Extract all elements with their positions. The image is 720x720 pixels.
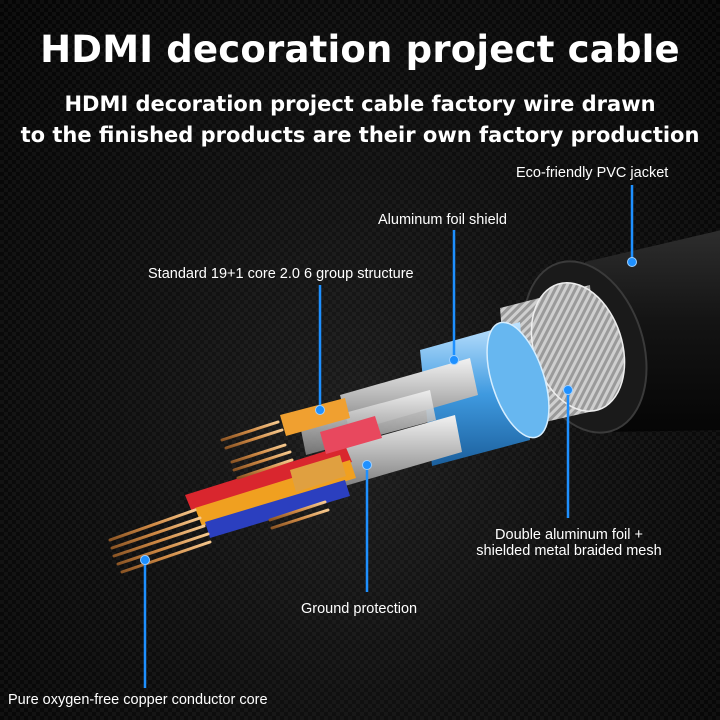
label-pvc-jacket: Eco-friendly PVC jacket bbox=[516, 165, 669, 181]
label-braided-mesh-line-1: Double aluminum foil + bbox=[495, 527, 643, 543]
page-title: HDMI decoration project cable bbox=[40, 28, 680, 71]
subtitle-line-1: HDMI decoration project cable factory wi… bbox=[64, 92, 656, 116]
copper-conductors bbox=[108, 420, 330, 574]
subtitle-line-2: to the finished products are their own f… bbox=[20, 123, 700, 147]
callout-dots bbox=[140, 257, 637, 565]
callout-lines bbox=[143, 185, 634, 688]
label-braided-mesh: Double aluminum foil + shielded metal br… bbox=[455, 527, 683, 559]
label-aluminum-foil-shield: Aluminum foil shield bbox=[378, 212, 507, 228]
label-braided-mesh-line-2: shielded metal braided mesh bbox=[476, 543, 662, 559]
label-ground-protection: Ground protection bbox=[301, 601, 418, 617]
label-core-structure: Standard 19+1 core 2.0 6 group structure bbox=[148, 266, 414, 282]
label-copper-core: Pure oxygen-free copper conductor core bbox=[8, 692, 268, 708]
insulated-cores bbox=[185, 398, 382, 538]
